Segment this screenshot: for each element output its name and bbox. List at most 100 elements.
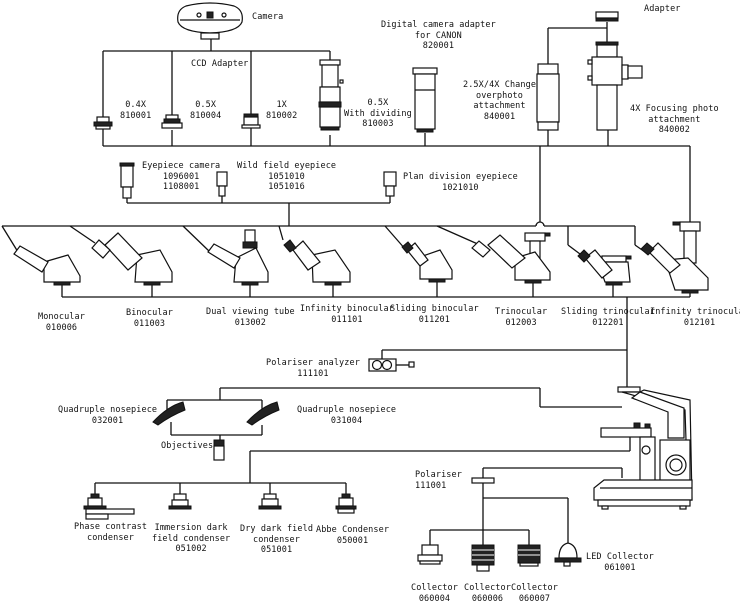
adapter-code: 810001 — [120, 111, 151, 122]
phase-contrast-condenser-icon — [84, 494, 134, 519]
item-name: Collector — [464, 583, 511, 594]
binocular-head-icon — [92, 233, 172, 285]
camera-label: Camera — [252, 12, 283, 23]
head-name: Dual viewing tube — [206, 307, 295, 318]
label-code: 840002 — [630, 125, 719, 136]
item-code: 111101 — [266, 369, 360, 380]
label-line: condenser — [74, 533, 147, 544]
head-label-sliding-trinocular: Sliding trinocular 012201 — [561, 307, 655, 328]
head-name: Trinocular — [495, 307, 547, 318]
ccd-adapter-label: CCD Adapter — [191, 59, 248, 70]
sliding-binocular-head-icon — [402, 242, 452, 282]
led-collector-label: LED Collector 061001 — [586, 552, 654, 573]
head-label-binocular: Binocular 011003 — [126, 308, 173, 329]
objective-icon — [214, 440, 224, 460]
condenser-label-phase-contrast: Phase contrast condenser — [74, 522, 147, 543]
label-code: 051001 — [240, 545, 313, 556]
head-code: 012003 — [495, 318, 547, 329]
adapter-code: 810002 — [266, 111, 297, 122]
change-overphoto-attachment-icon — [537, 64, 559, 130]
item-code: 060004 — [411, 594, 458, 604]
eyepiece-connector-lines — [127, 196, 390, 226]
nosepiece-label: Quadruple nosepiece 032001 — [58, 405, 157, 426]
label-line: overphoto — [463, 91, 536, 102]
condenser-label-dry-dark-field: Dry dark field condenser 051001 — [240, 524, 313, 556]
head-name: Binocular — [126, 308, 173, 319]
label-line: Dry dark field — [240, 524, 313, 535]
immersion-dark-field-condenser-icon — [169, 494, 191, 509]
eyepiece-code: 1096001 — [142, 172, 220, 183]
eyepiece-code: 1108001 — [142, 182, 220, 193]
head-code: 011003 — [126, 319, 173, 330]
head-name: Monocular — [38, 312, 85, 323]
item-name: Quadruple nosepiece — [297, 405, 396, 416]
item-code: 060007 — [511, 594, 558, 604]
item-name: Collector — [511, 583, 558, 594]
eyepiece-code: 1051016 — [237, 182, 336, 193]
head-label-infinity-trinocular: Infinity trinocular 012101 — [650, 307, 740, 328]
polariser-analyzer-label: Polariser analyzer 111101 — [266, 358, 360, 379]
head-label-sliding-binocular: Sliding binocular 011201 — [390, 304, 479, 325]
eyepiece-name: Eyepiece camera — [142, 161, 220, 172]
label-line: 4X Focusing photo — [630, 104, 719, 115]
digital-camera-adapter-label: Digital camera adapter for CANON 820001 — [381, 20, 496, 52]
adapter-dividing-label: 0.5X With dividing 810003 — [344, 98, 412, 130]
ccd-adapter-icon — [162, 115, 182, 128]
label-line: Abbe Condenser — [316, 525, 389, 536]
label-code: 051002 — [152, 544, 230, 555]
nosepiece-icon — [247, 402, 279, 425]
label-line: attachment — [463, 101, 536, 112]
dry-dark-field-condenser-icon — [259, 494, 281, 509]
camera-icon — [178, 3, 243, 39]
head-code: 013002 — [206, 318, 295, 329]
adapter-code: 810004 — [190, 111, 221, 122]
sliding-trinocular-head-icon — [578, 250, 631, 285]
adapter-name: 0.5X — [190, 100, 221, 111]
led-collector-icon — [555, 543, 581, 566]
adapter-name: 0.5X — [344, 98, 412, 109]
head-label-infinity-binocular: Infinity binocular 011101 — [300, 304, 394, 325]
adapter-0-5x-label: 0.5X 810004 — [190, 100, 221, 121]
head-code: 011201 — [390, 315, 479, 326]
collector-label: Collector 060007 — [511, 583, 558, 604]
trinocular-head-icon — [472, 233, 550, 283]
polariser-analyzer-icon — [369, 359, 414, 371]
adapter-icon — [596, 12, 618, 21]
adapter-name: 0.4X — [120, 100, 151, 111]
head-code: 010006 — [38, 323, 85, 334]
ccd-adapter-icon — [242, 114, 260, 128]
polariser-label: Polariser 111001 — [415, 470, 462, 491]
label-line: Phase contrast — [74, 522, 147, 533]
item-name: Polariser analyzer — [266, 358, 360, 369]
eyepiece-name: Wild field eyepiece — [237, 161, 336, 172]
infinity-binocular-head-icon — [284, 240, 350, 285]
label-line: Digital camera adapter — [381, 20, 496, 31]
item-name: LED Collector — [586, 552, 654, 563]
head-label-monocular: Monocular 010006 — [38, 312, 85, 333]
eyepiece-camera-label: Eyepiece camera 1096001 1108001 — [142, 161, 220, 193]
adapter-top-label: Adapter — [644, 4, 681, 15]
objectives-label: Objectives — [161, 441, 213, 452]
dual-viewing-tube-icon — [208, 230, 268, 285]
abbe-condenser-icon — [336, 494, 356, 513]
label-code: 840001 — [463, 112, 536, 123]
adapter-sub: With dividing — [344, 109, 412, 120]
item-name: Quadruple nosepiece — [58, 405, 157, 416]
collector-icon — [418, 545, 442, 564]
microscope-stand-icon — [594, 387, 692, 509]
item-code: 111001 — [415, 481, 462, 492]
plan-division-eyepiece-icon — [384, 172, 396, 196]
infinity-trinocular-head-icon — [641, 222, 708, 293]
label-line: condenser — [240, 535, 313, 546]
nosepiece-icon — [153, 402, 185, 425]
adapter-0-4x-label: 0.4X 810001 — [120, 100, 151, 121]
condenser-label-abbe: Abbe Condenser 050001 — [316, 525, 389, 546]
focusing-photo-label: 4X Focusing photo attachment 840002 — [630, 104, 719, 136]
head-code: 011101 — [300, 315, 394, 326]
head-name: Infinity binocular — [300, 304, 394, 315]
eyepiece-name: Plan division eyepiece — [403, 172, 518, 183]
item-code: 060006 — [464, 594, 511, 604]
monocular-head-icon — [14, 246, 80, 285]
collector-icon — [518, 545, 540, 566]
